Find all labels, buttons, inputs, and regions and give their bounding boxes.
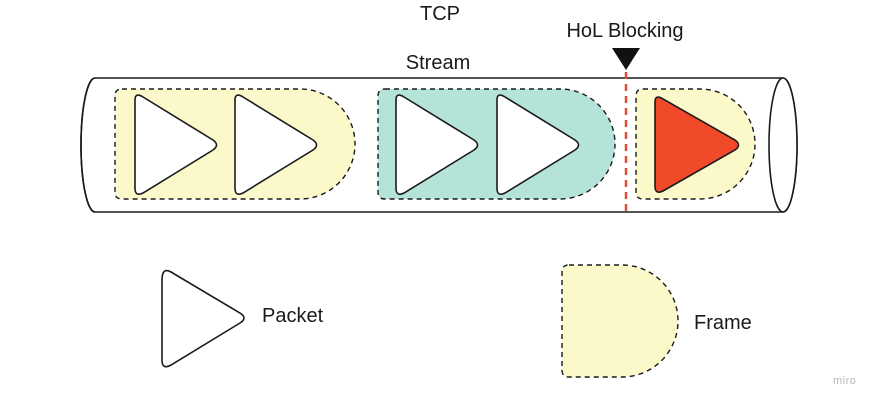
packet-icon [496,94,580,195]
frame-1 [114,88,356,200]
packet-icon [161,269,245,368]
frame-stream [377,88,616,200]
blocked-packet-icon [654,96,740,193]
pipe-end-right [768,77,798,213]
frame-blocked [635,88,756,200]
packet-icon [395,94,479,195]
tcp-label: TCP [420,3,460,25]
hol-blocking-label: HoL Blocking [566,20,683,42]
legend-frame: Frame [561,264,752,378]
hol-marker-icon [612,48,640,70]
legend-packet: Packet [161,269,324,368]
legend-frame-label: Frame [694,312,752,334]
packet-icon [134,94,218,195]
miro-watermark: miro [833,375,856,387]
pipe-end-left [80,77,96,213]
frame-icon [561,264,679,378]
stream-label: Stream [406,52,470,74]
legend-packet-label: Packet [262,305,324,327]
packet-icon [234,94,318,195]
